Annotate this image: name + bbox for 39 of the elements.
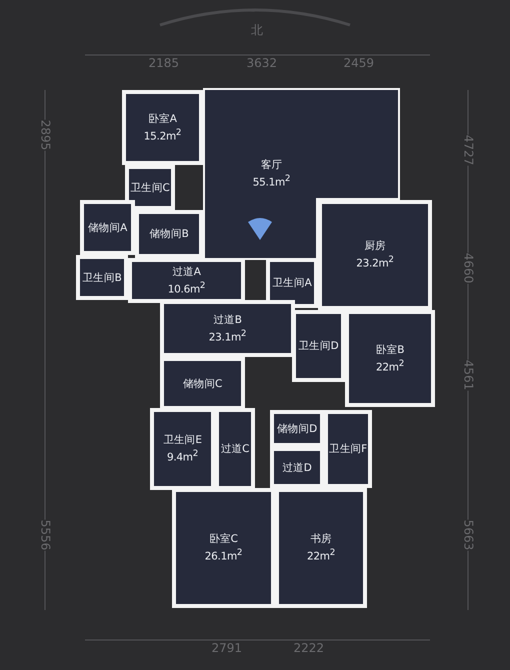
room-area: 9.4m$^{2}$: [166, 447, 198, 465]
dimension-label: 2459: [342, 56, 376, 70]
room: [172, 488, 275, 608]
room-name: 卧室A: [148, 112, 177, 126]
room: [122, 90, 203, 165]
room-area: 55.1m$^{2}$: [252, 172, 290, 190]
room-name: 过道A: [172, 264, 201, 279]
room-name: 卫生间D: [298, 339, 338, 353]
room: [215, 408, 255, 490]
room-area: 22m$^{2}$: [376, 356, 404, 374]
room-name: 过道C: [220, 442, 250, 456]
room-name: 卫生间C: [130, 180, 170, 194]
room-area: 23.1m$^{2}$: [208, 326, 246, 344]
room-name: 卫生间B: [82, 270, 122, 284]
room: [150, 408, 215, 490]
room-name: 过道D: [282, 460, 312, 474]
room: [318, 200, 432, 310]
room-name: 储物间D: [277, 422, 317, 436]
compass-label: 北: [249, 22, 265, 38]
room-name: 厨房: [364, 239, 386, 254]
room-name: 卧室B: [376, 342, 404, 357]
room-name: 储物间A: [88, 220, 127, 234]
room-name: 过道B: [213, 312, 242, 327]
room-name: 书房: [310, 532, 332, 546]
room: [160, 300, 295, 357]
room-name: 卫生间E: [163, 433, 202, 448]
room-name: 储物间B: [149, 227, 188, 241]
room-name: 储物间C: [182, 376, 222, 390]
room-name: 卧室C: [209, 532, 238, 546]
room-area: 10.6m$^{2}$: [168, 278, 206, 296]
room-name: 卫生间A: [272, 276, 312, 290]
room-name: 客厅: [260, 158, 282, 172]
room-area: 15.2m$^{2}$: [144, 126, 182, 144]
room-name: 卫生间F: [329, 442, 367, 456]
room: [203, 88, 400, 260]
room-area: 23.2m$^{2}$: [356, 253, 394, 271]
room-area: 22m$^{2}$: [307, 546, 335, 564]
room-area: 26.1m$^{2}$: [204, 546, 242, 564]
room: [160, 357, 245, 410]
